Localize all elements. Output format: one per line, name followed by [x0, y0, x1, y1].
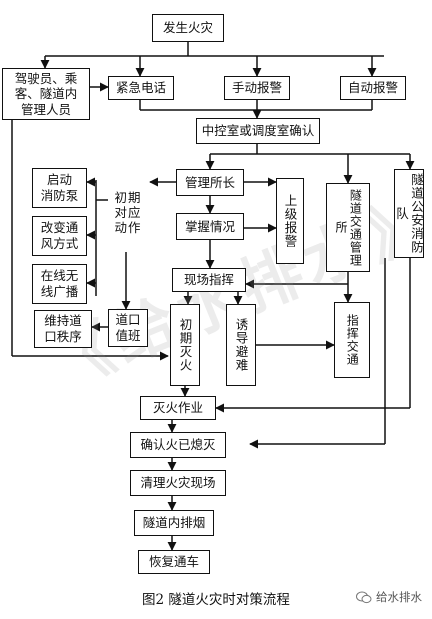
- early-response-box: 初期对应动作: [114, 189, 142, 235]
- start-pump-box: 启动 消防泵: [32, 168, 87, 208]
- confirm-out-box: 确认火已熄灭: [130, 432, 226, 458]
- clean-site-box: 清理火灾现场: [130, 470, 226, 496]
- brand-label: 给水排水: [356, 589, 422, 605]
- guide-evac-box: 诱导避难: [226, 304, 256, 386]
- auto-alarm-box: 自动报警: [340, 76, 406, 100]
- early-fire-box: 初期灭火: [170, 304, 200, 386]
- duty-box: 道口 值班: [108, 309, 148, 347]
- control-confirm-box: 中控室或调度室确认: [196, 118, 320, 144]
- police-fire-box: 隧道公安消防队: [394, 169, 424, 258]
- manual-alarm-box: 手动报警: [224, 76, 290, 100]
- smoke-exhaust-box: 隧道内排烟: [134, 510, 214, 536]
- maintain-order-box: 维持道 口秩序: [34, 310, 92, 348]
- people-box: 驾驶员、乘 客、隧道内 管理人员: [2, 68, 90, 120]
- onsite-command-box: 现场指挥: [172, 268, 246, 292]
- brand-text: 给水排水: [376, 590, 422, 604]
- traffic-mgmt-box: 隧道交通管理所: [326, 183, 370, 272]
- emergency-call-box: 紧急电话: [108, 76, 174, 100]
- figure-caption: 图2 隧道火灾时对策流程: [142, 592, 290, 608]
- change-vent-box: 改变通 风方式: [32, 216, 87, 256]
- fire-occurs-box: 发生火灾: [152, 14, 224, 42]
- manager-box: 管理所长: [176, 169, 244, 196]
- direct-traffic-box: 指挥交通: [334, 302, 370, 378]
- restore-traffic-box: 恢复通车: [138, 550, 210, 574]
- report-up-box: 上级报警: [276, 178, 304, 264]
- fire-work-box: 灭火作业: [140, 396, 216, 420]
- wechat-bubble-icon: [356, 591, 372, 603]
- broadcast-box: 在线无 线广播: [32, 264, 87, 304]
- grasp-situation-box: 掌握情况: [176, 213, 244, 240]
